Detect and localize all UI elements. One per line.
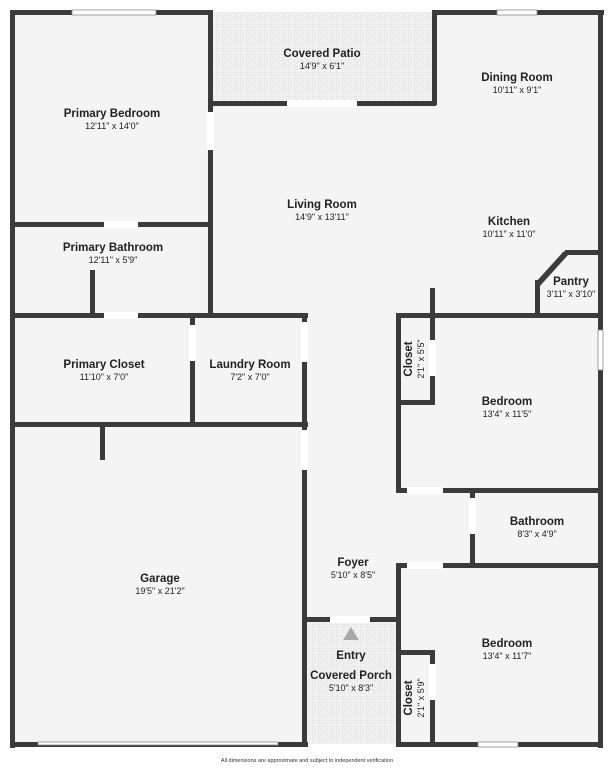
room-dimensions: 5'10" x 8'3" — [329, 683, 373, 693]
room-name: Foyer — [337, 557, 369, 569]
room-dimensions: 13'4" x 11'5" — [483, 409, 532, 419]
room-name: Closet — [403, 341, 415, 376]
room-dimensions: 10'11" x 11'0" — [482, 229, 535, 239]
room-name: Covered Porch — [310, 670, 392, 682]
room-dimensions: 11'10" x 7'0" — [80, 372, 129, 382]
entry-arrow-icon — [343, 627, 359, 640]
room-name: Bathroom — [510, 516, 564, 528]
room-name: Primary Bathroom — [63, 242, 163, 254]
room-dimensions: 7'2" x 7'0" — [230, 372, 269, 382]
room-dimensions: 12'11" x 5'9" — [89, 255, 138, 265]
room-kitchen: Kitchen 10'11" x 11'0" — [482, 216, 535, 239]
room-name: Bedroom — [482, 396, 532, 408]
room-name: Living Room — [287, 199, 357, 211]
room-name: Garage — [140, 573, 180, 585]
room-foyer: Foyer 5'10" x 8'5" — [331, 557, 375, 580]
room-dimensions: 2'1" x 5'5" — [416, 339, 426, 378]
room-name: Primary Closet — [63, 359, 144, 371]
room-name: Dining Room — [481, 72, 553, 84]
room-name: Laundry Room — [209, 359, 290, 371]
room-bedroom-lower: Bedroom 13'4" x 11'7" — [482, 638, 532, 661]
room-name: Pantry — [553, 276, 589, 288]
room-primary-closet: Primary Closet 11'10" x 7'0" — [63, 359, 144, 382]
room-dimensions: 13'4" x 11'7" — [483, 651, 532, 661]
doors — [104, 100, 476, 700]
room-bedroom-upper: Bedroom 13'4" x 11'5" — [482, 396, 532, 419]
room-dimensions: 8'3" x 4'9" — [517, 529, 556, 539]
covered-porch-tile — [308, 620, 396, 744]
room-dimensions: 14'9" x 6'1" — [300, 61, 344, 71]
room-garage: Garage 19'5" x 21'2" — [135, 573, 184, 596]
room-name: Kitchen — [488, 216, 530, 228]
room-covered-patio: Covered Patio 14'9" x 6'1" — [283, 48, 360, 71]
room-pantry: Pantry 3'11" x 3'10" — [547, 276, 596, 299]
room-laundry-room: Laundry Room 7'2" x 7'0" — [209, 359, 290, 382]
windows — [37, 9, 604, 748]
room-name: Closet — [403, 680, 415, 715]
room-closet-lower: Closet 2'1" x 5'9" — [403, 678, 426, 717]
room-dimensions: 12'11" x 14'0" — [85, 121, 139, 131]
room-dimensions: 14'9" x 13'11" — [295, 212, 349, 222]
room-primary-bedroom: Primary Bedroom 12'11" x 14'0" — [64, 108, 161, 131]
room-primary-bathroom: Primary Bathroom 12'11" x 5'9" — [63, 242, 163, 265]
room-dining-room: Dining Room 10'11" x 9'1" — [481, 72, 553, 95]
room-dimensions: 3'11" x 3'10" — [547, 289, 596, 299]
room-living-room: Living Room 14'9" x 13'11" — [287, 199, 357, 222]
dimensions-disclaimer: All dimensions are approximate and subje… — [220, 758, 394, 764]
entry-label: Entry — [336, 650, 366, 662]
room-closet-upper: Closet 2'1" x 5'5" — [403, 339, 426, 378]
room-name: Bedroom — [482, 638, 532, 650]
room-bathroom: Bathroom 8'3" x 4'9" — [510, 516, 564, 539]
room-dimensions: 10'11" x 9'1" — [493, 85, 542, 95]
room-dimensions: 19'5" x 21'2" — [135, 586, 184, 596]
room-name: Covered Patio — [283, 48, 360, 60]
room-dimensions: 2'1" x 5'9" — [416, 678, 426, 717]
covered-patio-tile — [212, 12, 432, 104]
room-covered-porch: Covered Porch 5'10" x 8'3" — [310, 670, 392, 693]
room-dimensions: 5'10" x 8'5" — [331, 570, 375, 580]
room-name: Primary Bedroom — [64, 108, 161, 120]
